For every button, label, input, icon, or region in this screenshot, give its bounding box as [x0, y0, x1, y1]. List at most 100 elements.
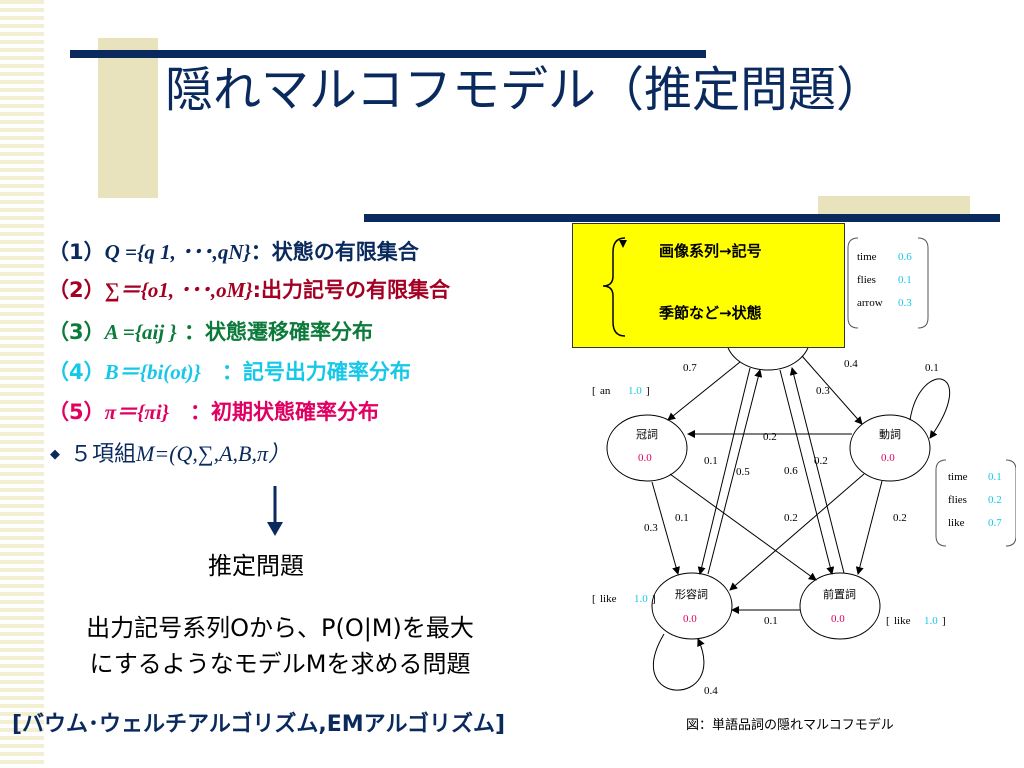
edge — [789, 367, 845, 574]
state-init-prob: 0.0 — [831, 613, 845, 625]
item-number: （5） — [48, 400, 105, 424]
state-name: 冠詞 — [636, 428, 658, 441]
emission-bracket — [935, 459, 947, 547]
definition-item-1: （1）Q ={q 1, ･･･,qN}：状態の有限集合 — [48, 236, 419, 266]
emission-prob: 0.1 — [988, 471, 1002, 483]
transition-label: 0.2 — [763, 431, 777, 443]
emission-prob: 0.7 — [988, 517, 1002, 529]
definition-item-4: （4）B＝{bi(ot)} ：記号出力確率分布 — [48, 356, 411, 386]
goal-description: 出力記号系列Oから、P(O|M)を最大 にするようなモデルMを求める問題 — [0, 610, 560, 682]
self-loop — [909, 378, 951, 439]
tuple-bullet: ◆ ５項組M=(Q,∑,A,B,π） — [50, 436, 290, 468]
transition-label: 0.3 — [816, 385, 830, 397]
state-article-node — [606, 414, 688, 482]
down-arrow-icon — [267, 486, 283, 536]
single-output-prob: 1.0 — [628, 385, 642, 397]
item-formula: B＝{bi(ot)} — [104, 360, 201, 384]
edge — [855, 480, 883, 575]
emission-bracket — [1005, 459, 1016, 547]
slide-title: 隠れマルコフモデル（推定問題） — [165, 62, 885, 118]
emission-prob: 0.3 — [898, 297, 912, 309]
item-number: （3） — [48, 320, 105, 344]
diagram-caption: 図：単語品詞の隠れマルコフモデル — [686, 718, 894, 733]
state-name: 前置詞 — [823, 587, 856, 601]
edge — [729, 473, 865, 591]
definition-item-3: （3）A ={aij } ：状態遷移確率分布 — [48, 316, 373, 346]
box-line-2: 季節など→状態 — [659, 304, 762, 322]
item-description: ：記号出力確率分布 — [200, 360, 411, 384]
edge — [801, 355, 863, 425]
item-description: :出力記号の有限集合 — [252, 278, 451, 302]
single-output-close: ] — [652, 593, 656, 605]
state-verb-node — [849, 414, 931, 482]
left-stripe-decoration — [0, 0, 44, 768]
transition-label: 0.1 — [764, 615, 778, 627]
explanation-box: 画像系列→記号 季節など→状態 — [572, 223, 845, 348]
estimation-problem-label: 推定問題 — [208, 552, 304, 580]
transition-label: 0.5 — [736, 466, 750, 478]
transition-label: 0.1 — [925, 362, 939, 374]
edge — [669, 473, 817, 581]
item-description: ：状態の有限集合 — [250, 240, 419, 264]
transition-label: 0.6 — [784, 465, 798, 477]
title-bottom-rule — [364, 214, 1000, 222]
definition-item-5: （5）π＝{πi} ：初期状態確率分布 — [48, 396, 379, 426]
edge — [667, 361, 741, 421]
state-name: 形容詞 — [675, 587, 708, 601]
hmm-diagram: 0.7 0.4 0.1 0.3 0.2 0.1 0.5 0.6 0.2 0.1 … — [592, 237, 1016, 697]
item-formula: A ={aij } — [104, 320, 177, 344]
state-init-prob: 0.0 — [683, 613, 697, 625]
diamond-bullet-icon: ◆ — [50, 447, 60, 462]
emission-prob: 0.2 — [988, 494, 1002, 506]
single-output-open: [ — [592, 593, 596, 605]
transition-label: 0.7 — [683, 362, 697, 374]
transition-label: 0.2 — [814, 455, 828, 467]
item-number: （1） — [48, 240, 105, 264]
single-output-prob: 1.0 — [634, 593, 648, 605]
title-top-rule — [70, 50, 706, 58]
edge — [697, 367, 751, 575]
transition-label: 0.4 — [844, 358, 858, 370]
emission-word: time — [857, 251, 877, 263]
self-loop — [652, 633, 705, 691]
edge — [779, 369, 835, 575]
edge — [707, 369, 763, 575]
goal-line-2: にするようなモデルMを求める問題 — [89, 650, 471, 678]
emission-word: flies — [948, 494, 967, 506]
item-formula: ∑＝{o1, ･･･,oM} — [104, 278, 253, 302]
state-init-prob: 0.0 — [881, 452, 895, 464]
single-output-word: an — [600, 385, 611, 397]
transition-label: 0.2 — [784, 512, 798, 524]
tuple-formula: M=(Q,∑,A,B,π） — [136, 441, 290, 466]
definition-item-2: （2）∑＝{o1, ･･･,oM}:出力記号の有限集合 — [48, 274, 450, 304]
transition-label: 0.3 — [644, 522, 658, 534]
goal-line-1: 出力記号系列Oから、P(O|M)を最大 — [86, 614, 474, 642]
emission-word: like — [948, 517, 965, 529]
emission-bracket — [917, 237, 929, 329]
transition-label: 0.1 — [704, 455, 718, 467]
state-init-prob: 0.0 — [638, 452, 652, 464]
state-name: 動詞 — [879, 427, 901, 441]
item-number: （4） — [48, 360, 105, 384]
algorithm-note: [バウム･ウェルチアルゴリズム,EMアルゴリズム] — [12, 712, 506, 737]
single-output-prob: 1.0 — [924, 615, 938, 627]
transition-label: 0.1 — [675, 512, 689, 524]
tuple-label: ５項組 — [70, 442, 137, 467]
single-output-close: ] — [942, 615, 946, 627]
brace-icon — [602, 237, 627, 337]
emission-word: time — [948, 471, 968, 483]
single-output-open: [ — [592, 385, 596, 397]
divider-accent-block — [818, 196, 970, 218]
item-formula: Q ={q 1, ･･･,qN} — [104, 240, 251, 264]
emission-prob: 0.1 — [898, 274, 912, 286]
single-output-open: [ — [886, 615, 890, 627]
item-number: （2） — [48, 278, 105, 302]
title-accent-block — [98, 38, 158, 198]
item-description: ：初期状態確率分布 — [169, 400, 380, 424]
item-description: ：状態遷移確率分布 — [176, 320, 374, 344]
state-adjective-node — [651, 572, 733, 640]
emission-prob: 0.6 — [898, 251, 912, 263]
transition-label: 0.2 — [893, 512, 907, 524]
single-output-word: like — [894, 615, 911, 627]
state-preposition-node — [799, 572, 881, 640]
